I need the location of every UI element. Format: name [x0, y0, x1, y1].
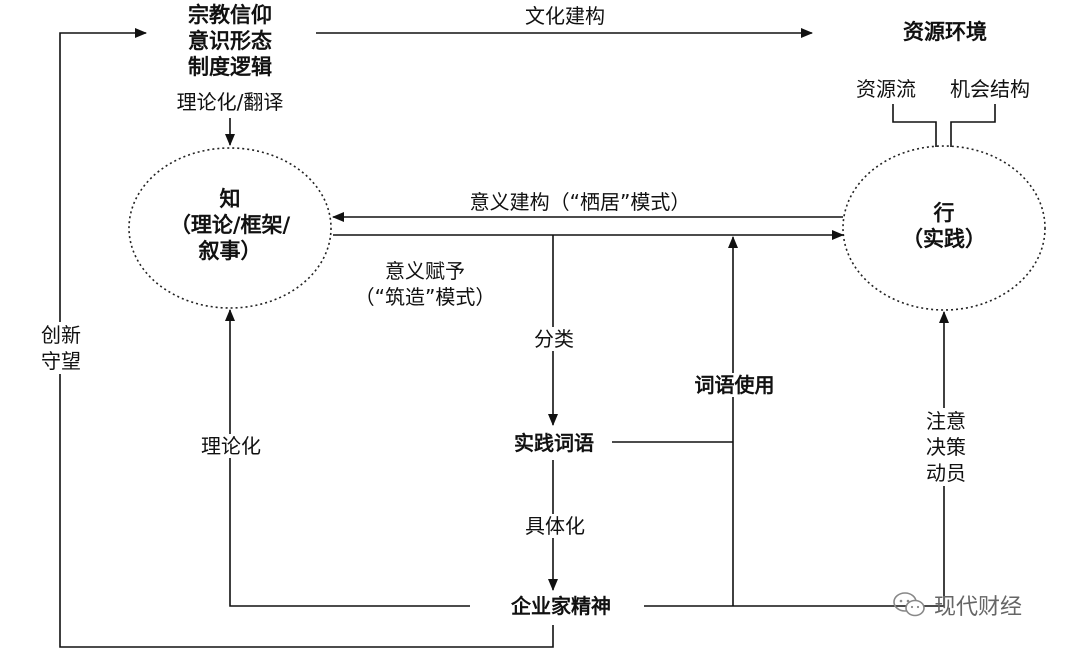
resource-fork-left: [892, 104, 937, 147]
attention-line-1: 注意: [926, 409, 966, 433]
wechat-icon: [893, 592, 925, 617]
act-ellipse: [842, 145, 1046, 311]
innovate-arrow: [59, 28, 554, 648]
entrepreneurship-label: 企业家精神: [488, 594, 634, 618]
top-box-line-1: 宗教信仰: [188, 3, 272, 27]
innovate-label: 创新 守望: [30, 322, 92, 374]
theorize-arrow: [225, 309, 470, 607]
opportunity-structure-label: 机会结构: [950, 77, 1030, 101]
culture-arrow-label: 文化建构: [525, 4, 605, 28]
translate-label: 理论化/翻译: [176, 90, 284, 114]
top-box-line-2: 意识形态: [188, 29, 272, 53]
resource-flow-label: 资源流: [856, 77, 916, 101]
meaning-give-line-1: 意义赋予: [385, 259, 465, 283]
attention-line-3: 动员: [926, 461, 966, 485]
top-box-line-3: 制度逻辑: [188, 55, 272, 79]
know-node-title: 知: [219, 187, 241, 211]
meaning-give-label: 意义赋予 （“筑造”模式）: [335, 258, 515, 310]
word-usage-label: 词语使用: [679, 373, 790, 397]
act-node-line-2: （实践）: [902, 227, 986, 251]
theorize-label: 理论化: [188, 434, 274, 458]
meaning-give-line-2: （“筑造”模式）: [354, 285, 496, 309]
concretize-label: 具体化: [512, 514, 598, 538]
attention-label: 注意 决策 动员: [914, 408, 978, 486]
innovate-line-2: 守望: [41, 349, 81, 373]
know-ellipse: [128, 147, 332, 309]
classify-label: 分类: [526, 327, 582, 351]
resource-fork-right: [950, 104, 996, 147]
act-node-title: 行: [933, 201, 955, 225]
resource-env-title: 资源环境: [903, 20, 987, 44]
know-node: 知 （理论/框架/ 叙事）: [150, 186, 310, 264]
watermark-text: 现代财经: [934, 595, 1023, 620]
know-node-line-2: （理论/框架/: [169, 213, 291, 237]
act-node: 行 （实践）: [874, 200, 1014, 252]
meaning-build-label: 意义建构（“栖居”模式）: [469, 190, 691, 214]
attention-line-2: 决策: [926, 435, 966, 459]
top-box: 宗教信仰 意识形态 制度逻辑: [172, 2, 288, 80]
know-node-line-3: 叙事）: [198, 239, 262, 263]
watermark: 现代财经: [892, 589, 1022, 621]
practice-words-label: 实践词语: [496, 431, 612, 455]
innovate-line-1: 创新: [41, 323, 81, 347]
